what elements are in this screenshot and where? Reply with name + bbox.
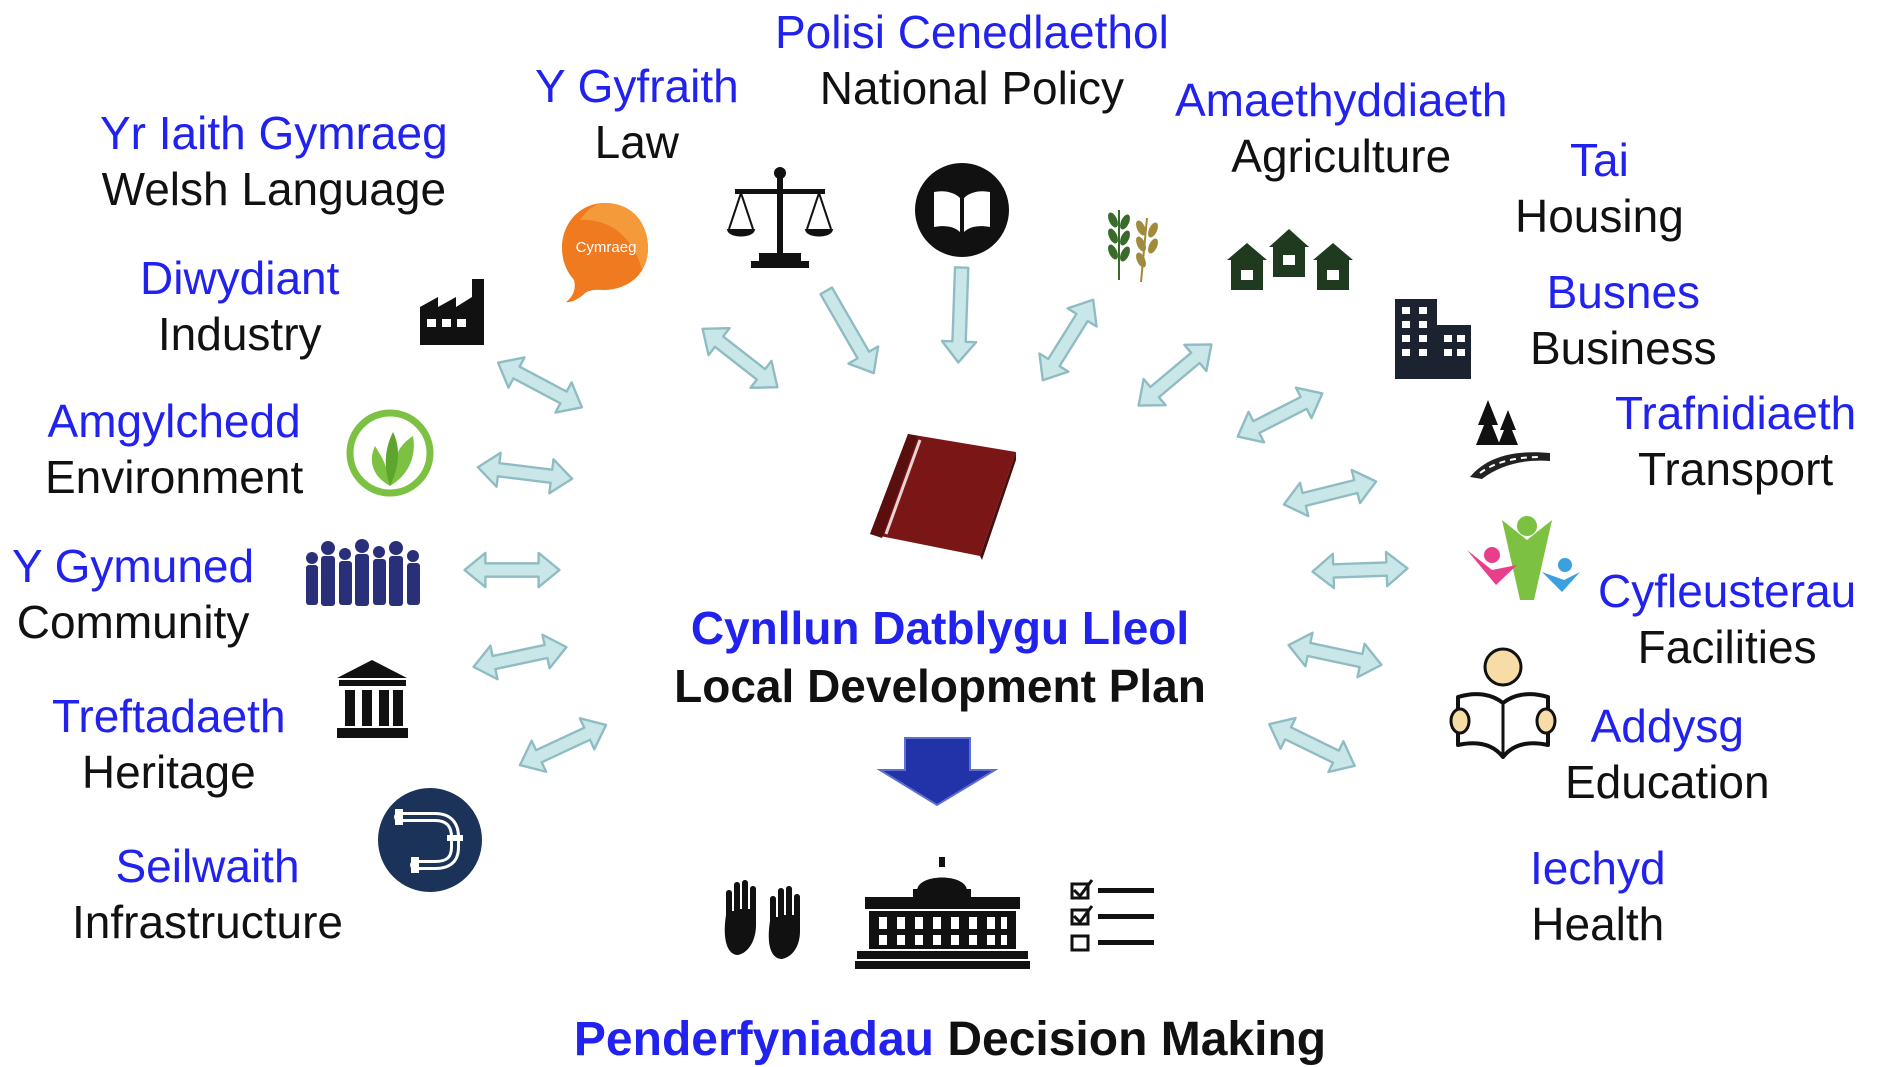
arrow-national-policy — [939, 265, 981, 365]
topic-health: Iechyd Health — [1530, 840, 1666, 952]
people-crowd-icon — [306, 539, 420, 606]
checklist-icon — [1070, 879, 1154, 952]
bottom-title: Penderfyniadau Decision Making — [480, 1012, 1420, 1067]
cymraeg-bubble-icon: Cymraeg — [562, 203, 648, 303]
national-policy-english-label: National Policy — [819, 62, 1125, 115]
housing-english-label: Housing — [1515, 190, 1684, 243]
scales-icon — [727, 167, 833, 268]
environment-welsh-label: Amgylchedd — [47, 395, 301, 447]
center-welsh-label: Cynllun Datblygu Lleol — [690, 602, 1190, 654]
arrow-facilities — [1310, 549, 1410, 591]
housing-welsh-label: Tai — [1569, 134, 1629, 186]
health-english-label: Health — [1531, 898, 1665, 951]
education-english-label: Education — [1565, 756, 1770, 809]
center-english-label: Local Development Plan — [674, 659, 1206, 712]
road-icon — [1470, 400, 1550, 479]
industry-welsh-label: Diwydiant — [140, 252, 340, 304]
arrow-housing — [1125, 329, 1225, 421]
facilities-welsh-label: Cyfleusterau — [1598, 565, 1857, 617]
topic-transport: Trafnidiaeth Transport — [1615, 385, 1856, 497]
houses-icon — [1227, 229, 1353, 290]
topic-industry: Diwydiant Industry — [140, 250, 339, 362]
national-policy-welsh-label: Polisi Cenedlaethol — [775, 6, 1169, 58]
reading-person-icon — [1449, 647, 1557, 759]
community-welsh-label: Y Gymuned — [12, 540, 255, 592]
arrow-law — [810, 280, 890, 384]
business-welsh-label: Busnes — [1546, 266, 1701, 318]
arrow-community — [462, 551, 562, 589]
agriculture-welsh-label: Amaethyddiaeth — [1175, 74, 1508, 126]
arrow-infrastructure — [511, 707, 615, 783]
topic-business: Busnes Business — [1530, 264, 1717, 376]
topic-community: Y Gymuned Community — [12, 538, 254, 650]
environment-english-label: Environment — [45, 451, 304, 504]
infrastructure-english-label: Infrastructure — [72, 896, 343, 949]
topic-national-policy: Polisi Cenedlaethol National Policy — [775, 4, 1169, 116]
law-english-label: Law — [594, 116, 680, 169]
transport-welsh-label: Trafnidiaeth — [1615, 387, 1857, 439]
education-welsh-label: Addysg — [1590, 700, 1745, 752]
law-welsh-label: Y Gyfraith — [535, 60, 739, 112]
arrow-environment — [474, 448, 576, 498]
topic-heritage: Treftadaeth Heritage — [52, 688, 286, 800]
topic-agriculture: Amaethyddiaeth Agriculture — [1175, 72, 1507, 184]
arrow-health — [1260, 707, 1364, 783]
arrow-welsh-language — [690, 313, 790, 403]
topic-education: Addysg Education — [1565, 698, 1770, 810]
topic-infrastructure: Seilwaith Infrastructure — [72, 838, 343, 950]
topic-facilities: Cyfleusterau Facilities — [1598, 563, 1856, 675]
wheat-icon — [1108, 210, 1158, 283]
arrow-heritage — [468, 628, 572, 686]
museum-icon — [337, 660, 408, 738]
topic-housing: Tai Housing — [1515, 132, 1684, 244]
down-arrow — [876, 737, 999, 807]
topic-law: Y Gyfraith Law — [535, 58, 739, 170]
government-building-icon — [855, 857, 1030, 969]
open-book-circle-icon — [915, 163, 1009, 257]
facilities-english-label: Facilities — [1637, 621, 1817, 674]
center-title: Cynllun Datblygu Lleol Local Development… — [560, 600, 1320, 715]
arrow-industry — [488, 345, 592, 425]
office-building-icon — [1395, 299, 1471, 379]
arrow-agriculture — [1026, 289, 1110, 391]
leaf-icon — [346, 409, 434, 497]
community-english-label: Community — [16, 596, 250, 649]
business-english-label: Business — [1530, 322, 1717, 375]
transport-english-label: Transport — [1638, 443, 1834, 496]
pipes-icon — [378, 788, 482, 892]
cymraeg-icon-text: Cymraeg — [576, 239, 637, 256]
heritage-welsh-label: Treftadaeth — [52, 690, 286, 742]
bottom-welsh-label: Penderfyniadau — [573, 1013, 948, 1066]
raised-hands-icon — [724, 880, 800, 959]
arrow-business — [1228, 376, 1332, 454]
infrastructure-welsh-label: Seilwaith — [115, 840, 300, 892]
agriculture-english-label: Agriculture — [1231, 130, 1452, 183]
industry-english-label: Industry — [157, 308, 322, 361]
welsh-language-english-label: Welsh Language — [101, 163, 447, 216]
topic-welsh-language: Yr Iaith Gymraeg Welsh Language — [100, 105, 448, 217]
people-figures-icon — [1467, 516, 1580, 600]
book-icon — [870, 434, 1016, 560]
factory-icon — [420, 279, 484, 345]
health-welsh-label: Iechyd — [1530, 842, 1666, 894]
arrow-transport — [1277, 463, 1383, 523]
bottom-english-label: Decision Making — [947, 1013, 1327, 1066]
welsh-language-welsh-label: Yr Iaith Gymraeg — [100, 107, 448, 159]
heritage-english-label: Heritage — [81, 746, 256, 799]
topic-environment: Amgylchedd Environment — [45, 393, 303, 505]
